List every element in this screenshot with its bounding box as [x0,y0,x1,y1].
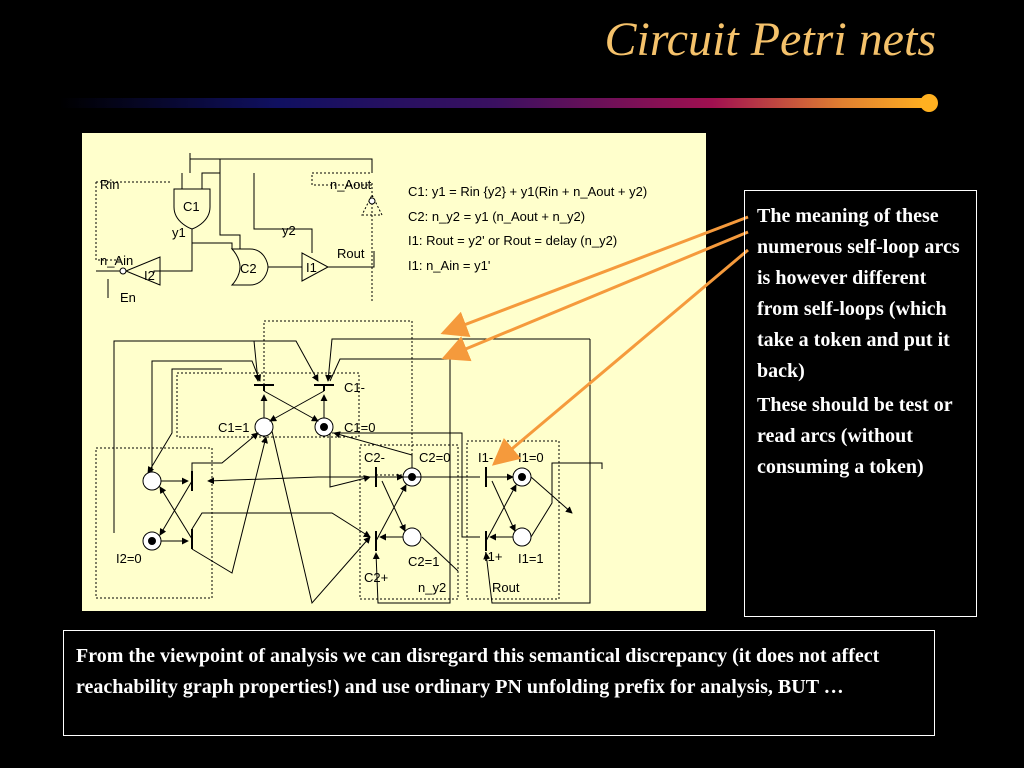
label-y2: y2 [282,223,296,238]
n-aout-driver [361,193,383,216]
bottom-note: From the viewpoint of analysis we can di… [63,630,935,736]
equation-i1-n-ain: I1: n_Ain = y1' [408,258,490,273]
label-i2-eq0: I2=0 [116,551,142,566]
callout-paragraph-2: These should be test or read arcs (witho… [757,394,953,478]
label-en: En [120,290,136,305]
label-c1-eq1: C1=1 [218,420,249,435]
i1-buffer [301,252,330,282]
label-c2-plus: C2+ [364,570,388,585]
equation-i1-rout: I1: Rout = y2' or Rout = delay (n_y2) [408,233,617,248]
c2-gate [230,248,269,286]
c1-gate [173,188,211,230]
callout-paragraph-1: The meaning of these numerous self-loop … [757,205,960,382]
label-i1-eq1: I1=1 [518,551,544,566]
transition-c1-minus-right [314,384,334,391]
equation-c2: C2: n_y2 = y1 (n_Aout + n_y2) [408,209,585,224]
label-n-aout: n_Aout [330,177,372,192]
label-c2-eq0: C2=0 [419,450,450,465]
label-c2: C2 [240,261,257,276]
label-c1-minus: C1- [344,380,365,395]
title-underline-bar [60,94,938,112]
label-y1: y1 [172,225,186,240]
label-n-y2: n_y2 [418,580,446,595]
label-i1-eq0: I1=0 [518,450,544,465]
transition-c1-minus-left [254,384,274,391]
label-c1: C1 [183,199,200,214]
callout-box: The meaning of these numerous self-loop … [744,190,977,617]
label-i1: I1 [306,260,317,275]
place-c2-eq1 [402,527,422,547]
label-c1-eq0: C1=0 [344,420,375,435]
label-i2: I2 [144,268,155,283]
label-i1-plus: I1+ [484,549,502,564]
label-rin: Rin [100,177,120,192]
label-i1-minus: I1- [478,450,493,465]
place-i1-eq1 [512,527,532,547]
petri-net [95,320,603,605]
label-n-ain: n_Ain [100,253,133,268]
circuit-petri-net-diagram: Rin n_Aout C1 y1 y2 Rout n_Ain I2 C2 I1 … [82,133,706,611]
circuit-equations: C1: y1 = Rin {y2} + y1(Rin + n_Aout + y2… [408,184,647,273]
circuit-schematic [95,153,383,303]
label-rout-circuit: Rout [337,246,365,261]
label-rout-petri: Rout [492,580,520,595]
equation-c1: C1: y1 = Rin {y2} + y1(Rin + n_Aout + y2… [408,184,647,199]
slide-title: Circuit Petri nets [604,13,936,66]
label-c2-eq1: C2=1 [408,554,439,569]
label-c2-minus: C2- [364,450,385,465]
place-i2-upper [142,471,162,491]
